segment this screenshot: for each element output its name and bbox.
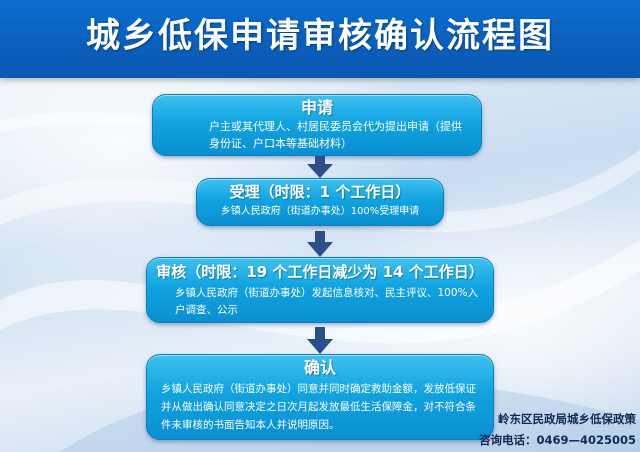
page-title: 城乡低保申请审核确认流程图 [86,16,554,56]
step-apply-box: 申请 户主或其代理人、村居民委员会代为提出申请（提供身份证、户口本等基础材料） [152,94,482,156]
step-apply-title: 申请 [300,98,333,117]
arrow-down-icon [307,156,333,178]
footer-phone: 咨询电话：0469—4025005 [478,433,636,447]
step-accept-title: 受理（时限：1 个工作日） [229,183,411,201]
footer-organization: 岭东区民政局城乡低保政策 [498,412,636,426]
step-confirm-box: 确认 乡镇人民政府（街道办事处）同意并同时确定救助金额，发放低保证并从做出确认同… [146,354,494,440]
step-confirm-text: 乡镇人民政府（街道办事处）同意并同时确定救助金额，发放低保证并从做出确认同意决定… [161,383,476,431]
step-review-title: 审核（时限：19 个工作日减少为 14 个工作日） [156,263,484,281]
step-accept-box: 受理（时限：1 个工作日） 乡镇人民政府（街道办事处）100%受理申请 [196,178,444,226]
step-review-text: 乡镇人民政府（街道办事处）发起信息核对、民主评议、100%入户调查、公示 [175,287,479,316]
step-accept-text: 乡镇人民政府（街道办事处）100%受理申请 [220,206,420,217]
header-bar: 城乡低保申请审核确认流程图 [0,0,640,78]
step-confirm-title: 确认 [303,358,336,377]
step-review-box: 审核（时限：19 个工作日减少为 14 个工作日） 乡镇人民政府（街道办事处）发… [146,257,494,323]
arrow-down-icon [307,327,333,354]
step-apply-text: 户主或其代理人、村居民委员会代为提出申请（提供身份证、户口本等基础材料） [209,120,462,150]
arrow-down-icon [307,231,333,257]
